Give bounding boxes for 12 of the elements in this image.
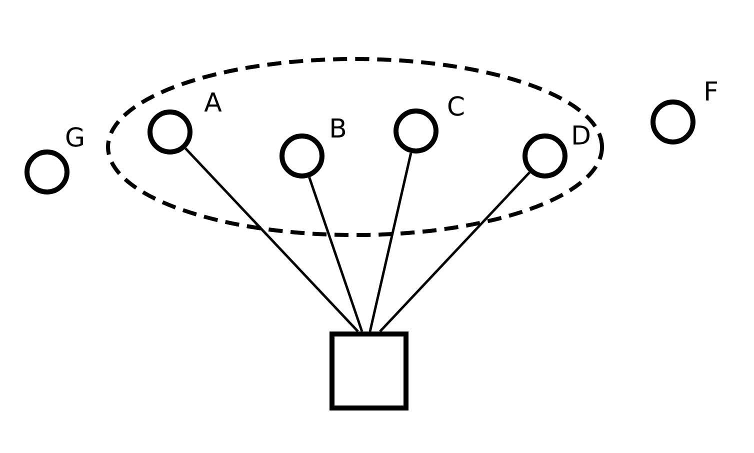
connector-line — [184, 148, 359, 332]
node-label: A — [204, 92, 222, 112]
node-label: G — [66, 127, 83, 147]
node-label: F — [706, 82, 717, 100]
square-box — [330, 332, 408, 410]
connector-line — [368, 152, 412, 332]
connector-line — [379, 172, 530, 332]
connector-line — [308, 176, 364, 332]
node-label: B — [332, 118, 346, 138]
node-label: D — [574, 126, 590, 144]
dashed-ellipse — [106, 57, 604, 237]
node-label: C — [448, 96, 464, 116]
